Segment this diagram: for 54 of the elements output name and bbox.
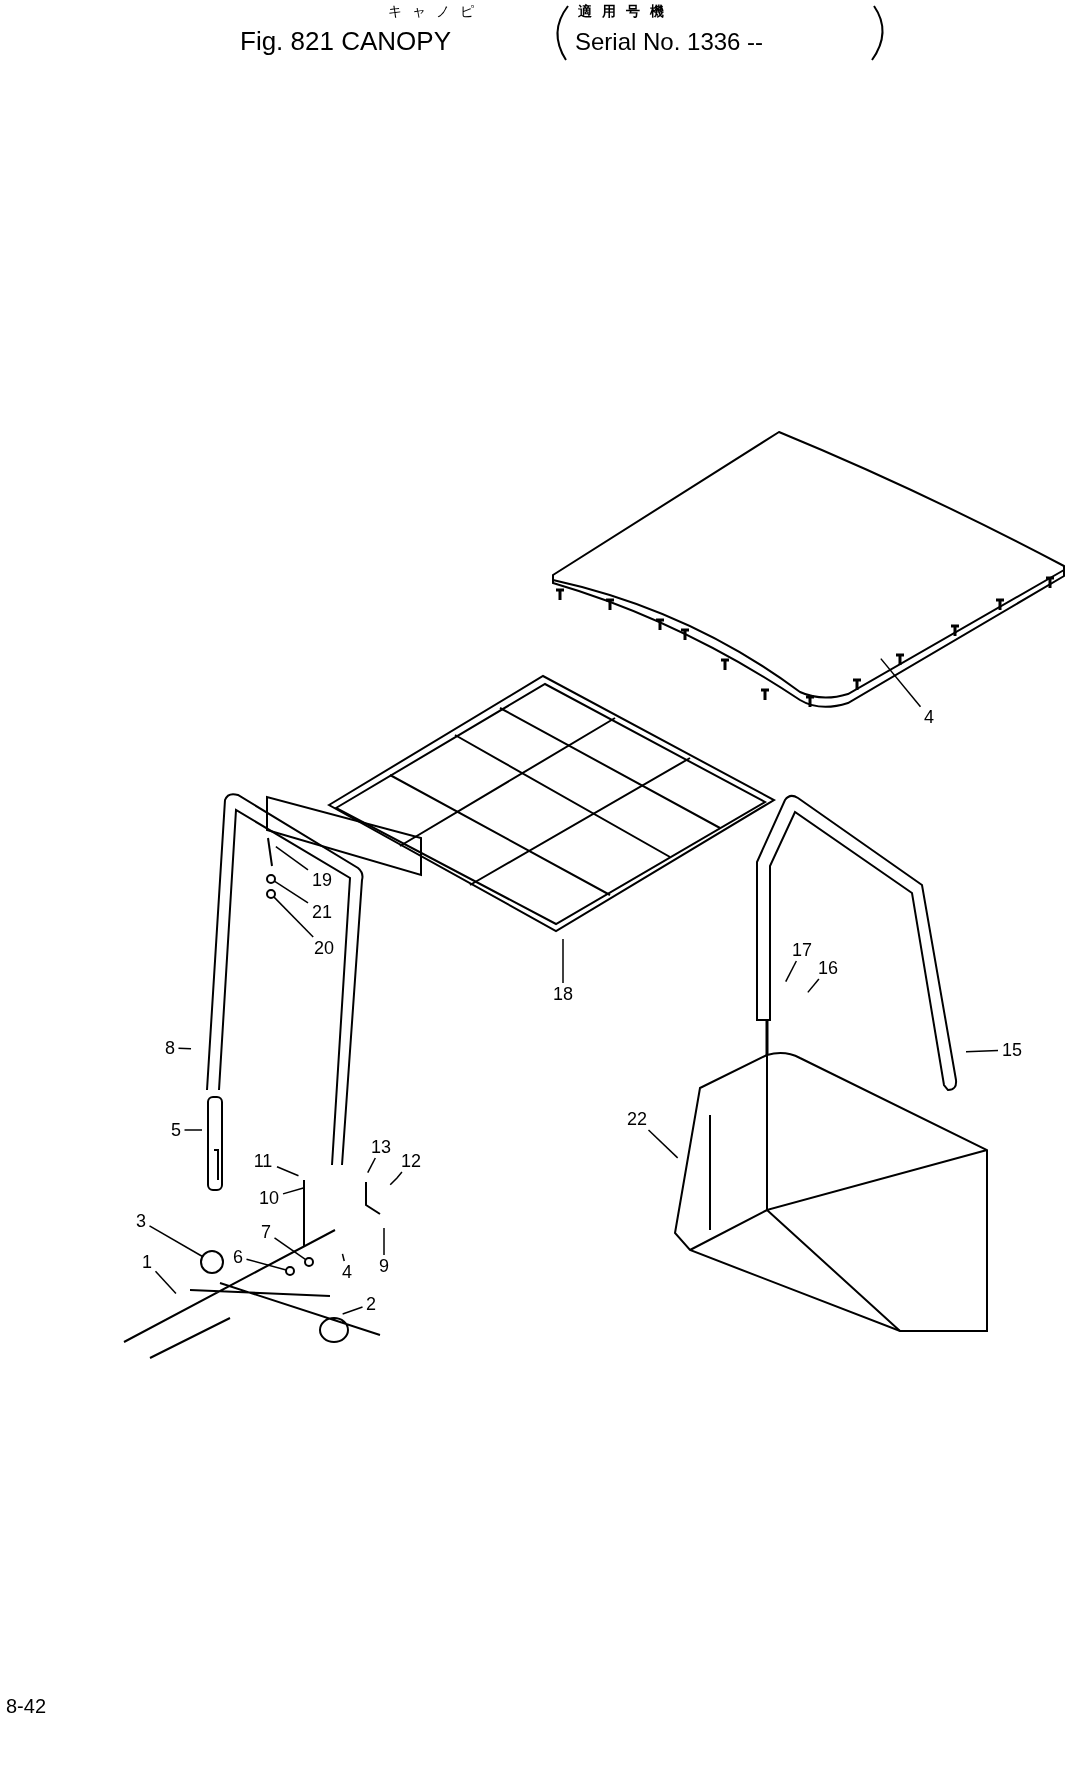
serial-number: Serial No. 1336 -- xyxy=(575,30,764,54)
callout-number: 20 xyxy=(310,937,338,959)
leader-line xyxy=(273,880,309,904)
leader-line xyxy=(647,1129,679,1159)
leader-line xyxy=(275,845,309,871)
callout-number: 10 xyxy=(255,1187,283,1209)
leader-line xyxy=(383,1227,385,1256)
callout-number: 8 xyxy=(161,1037,179,1059)
leader-line xyxy=(785,960,798,983)
japanese-subtitle: 適用号機 xyxy=(578,4,674,18)
ring-part xyxy=(200,1250,224,1274)
leader-line xyxy=(880,657,922,708)
callout-number: 4 xyxy=(338,1261,356,1283)
leader-line xyxy=(245,1258,287,1271)
leader-line xyxy=(367,1157,377,1174)
callout-number: 3 xyxy=(132,1210,150,1232)
callout-number: 12 xyxy=(397,1150,425,1172)
callout-number: 18 xyxy=(549,983,577,1005)
ring-part xyxy=(304,1257,314,1267)
callout-number: 6 xyxy=(229,1246,247,1268)
leader-line xyxy=(276,1166,300,1177)
callout-number: 16 xyxy=(814,957,842,979)
leader-line xyxy=(965,1049,999,1053)
ring-part xyxy=(266,889,276,899)
figure-title: Fig. 821 CANOPY xyxy=(240,28,451,54)
leader-line xyxy=(148,1225,204,1258)
leader-line xyxy=(341,1253,345,1262)
callout-number: 1 xyxy=(138,1251,156,1273)
ring-part xyxy=(266,874,276,884)
callout-number: 17 xyxy=(788,939,816,961)
callout-number: 19 xyxy=(308,869,336,891)
leader-line xyxy=(154,1270,177,1295)
callout-number: 21 xyxy=(308,901,336,923)
leader-line xyxy=(177,1047,192,1050)
leader-line xyxy=(273,896,314,938)
leader-line xyxy=(183,1129,203,1131)
japanese-title: キャノピ xyxy=(388,4,484,18)
leader-line xyxy=(389,1171,403,1186)
callout-number: 2 xyxy=(362,1293,380,1315)
leader-line xyxy=(562,938,564,984)
callout-number: 13 xyxy=(367,1136,395,1158)
callout-number: 5 xyxy=(167,1119,185,1141)
leader-line xyxy=(807,978,820,994)
leader-line xyxy=(282,1186,305,1195)
callout-number: 22 xyxy=(623,1108,651,1130)
callout-number: 4 xyxy=(920,706,938,728)
leader-line xyxy=(273,1237,307,1261)
leader-line xyxy=(341,1306,364,1315)
callout-number: 7 xyxy=(257,1221,275,1243)
page-number: 8-42 xyxy=(6,1696,47,1716)
callout-number: 11 xyxy=(249,1150,277,1172)
ring-part xyxy=(285,1266,295,1276)
callout-number: 9 xyxy=(375,1255,393,1277)
callout-number: 15 xyxy=(998,1039,1026,1061)
